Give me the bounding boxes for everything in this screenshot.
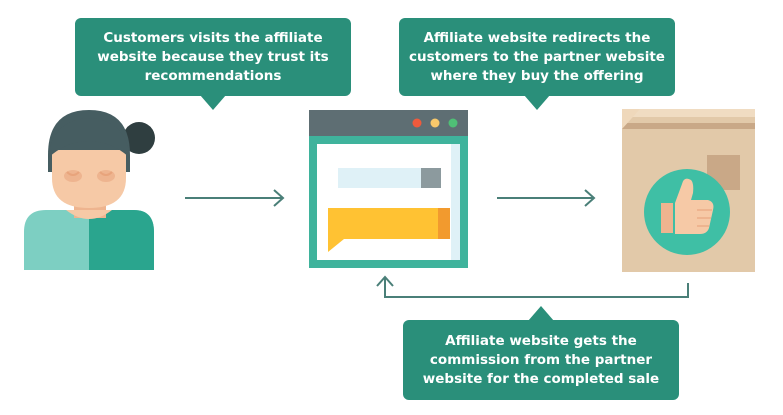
affiliate-website-icon: [309, 110, 468, 268]
step-3-line-3: website for the completed sale: [422, 370, 660, 387]
step-2-bubble-tail: [524, 95, 550, 110]
arrow-customer-to-website: [185, 189, 285, 207]
step-2-line-3: where they buy the offering: [430, 67, 644, 84]
arrow-partner-to-website: [376, 275, 689, 298]
step-2-bubble: Affiliate website redirects the customer…: [399, 18, 675, 96]
step-1-line-2: website because they trust its: [97, 48, 329, 65]
step-2-line-2: customers to the partner website: [409, 48, 665, 65]
step-1-line-3: recommendations: [144, 67, 282, 84]
step-1-bubble-tail: [200, 95, 226, 110]
customer-icon: [24, 110, 155, 270]
step-3-line-2: commission from the partner: [429, 351, 653, 368]
step-3-bubble: Affiliate website gets the commission fr…: [403, 320, 679, 400]
partner-package-thumbs-up-icon: [622, 109, 755, 272]
step-1-bubble: Customers visits the affiliate website b…: [75, 18, 351, 96]
step-3-bubble-tail: [528, 306, 554, 321]
step-2-line-1: Affiliate website redirects the: [423, 29, 651, 46]
step-1-line-1: Customers visits the affiliate: [103, 29, 323, 46]
step-3-line-1: Affiliate website gets the: [445, 332, 637, 349]
arrow-website-to-partner: [497, 189, 596, 207]
